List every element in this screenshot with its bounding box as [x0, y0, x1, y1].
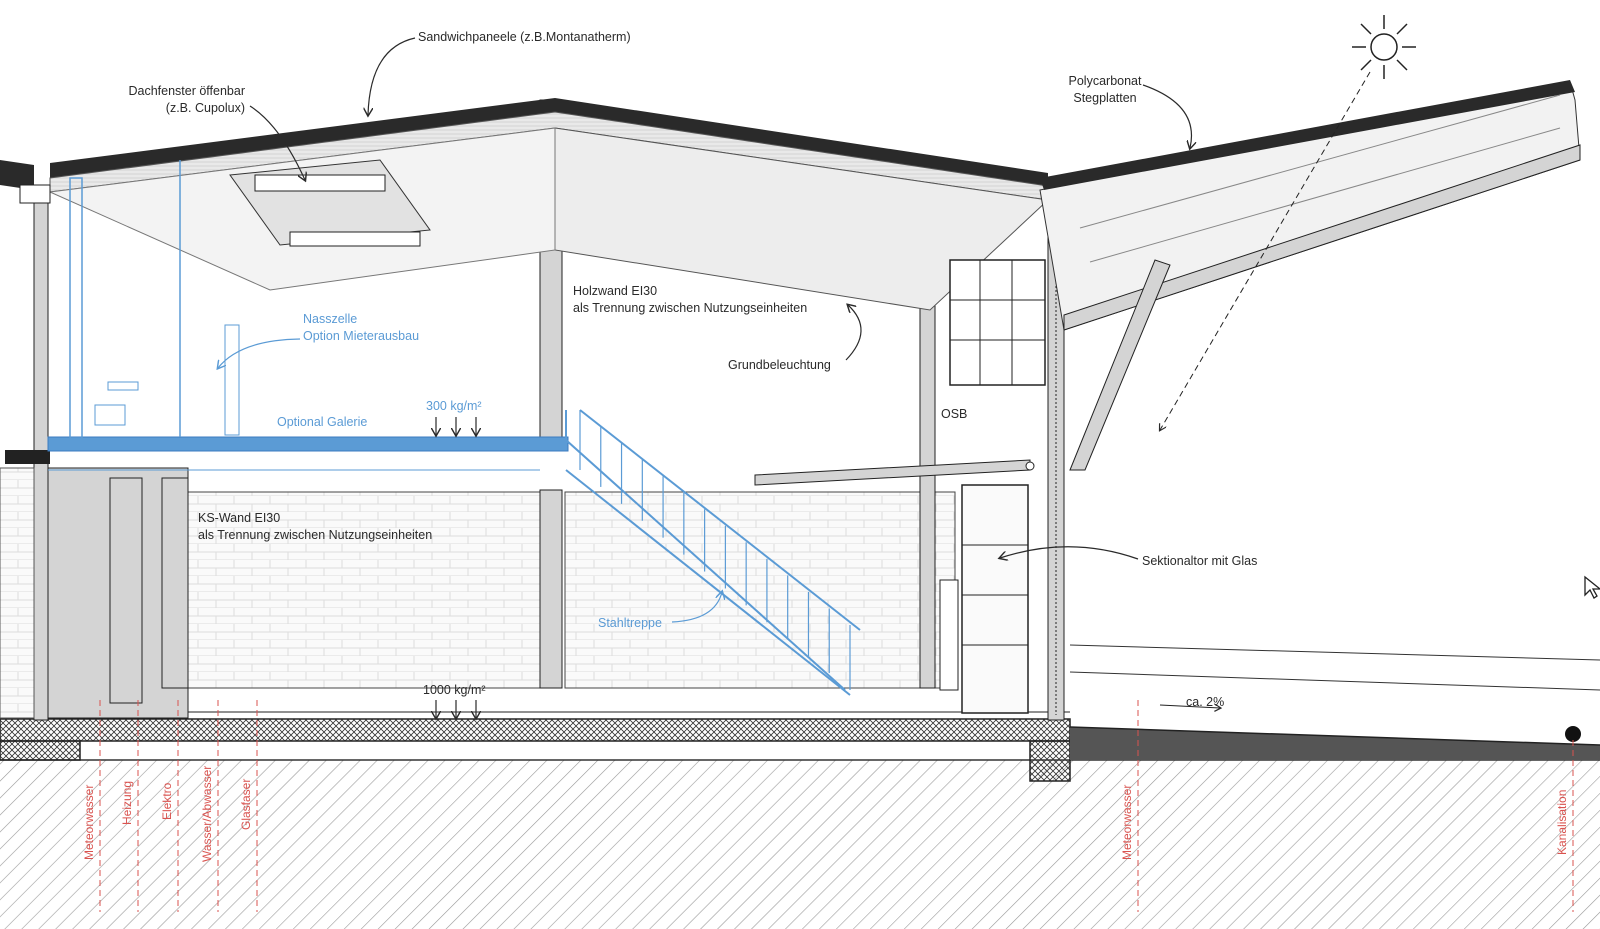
utility-elektro: Elektro — [160, 782, 174, 820]
label-nasszelle-2: Option Mieterausbau — [303, 329, 419, 343]
load-arrows-galerie — [436, 417, 476, 435]
utility-meteorwasser-left: Meteorwasser — [82, 785, 96, 860]
label-load-galerie: 300 kg/m² — [426, 399, 482, 413]
cursor-icon — [1584, 575, 1600, 599]
leader-lines — [249, 37, 1191, 559]
steel-staircase — [565, 409, 861, 696]
label-sektionaltor: Sektionaltor mit Glas — [1142, 554, 1257, 568]
sun-icon — [1352, 15, 1416, 79]
forecourt — [1069, 644, 1600, 760]
utility-lines — [99, 700, 1574, 912]
label-holzwand-2: als Trennung zwischen Nutzungseinheiten — [573, 301, 807, 315]
label-grundbeleuchtung: Grundbeleuchtung — [728, 358, 831, 372]
sectional-door — [754, 459, 1035, 714]
label-holzwand-1: Holzwand EI30 — [573, 284, 657, 298]
label-stahltreppe: Stahltreppe — [598, 616, 662, 630]
ks-wall — [187, 491, 561, 689]
roof — [0, 98, 1050, 311]
label-kswand-2: als Trennung zwischen Nutzungseinheiten — [198, 528, 432, 542]
label-polycarbonat-1: Polycarbonat — [1069, 74, 1142, 88]
utility-heizung: Heizung — [120, 781, 134, 825]
label-gefaelle: ca. 2% — [1186, 695, 1224, 709]
label-osb: OSB — [941, 407, 967, 421]
label-dachfenster-2: (z.B. Cupolux) — [166, 101, 245, 115]
sun-ray — [1160, 71, 1371, 430]
gallery — [47, 160, 569, 471]
load-arrows-floor — [436, 700, 476, 718]
label-kswand-1: KS-Wand EI30 — [198, 511, 280, 525]
clerestory-window — [949, 259, 1046, 386]
label-dachfenster-1: Dachfenster öffenbar — [128, 84, 245, 98]
ks-wall-right — [564, 491, 956, 689]
utility-kanalisation: Kanalisation — [1555, 790, 1569, 855]
label-polycarbonat-2: Stegplatten — [1073, 91, 1136, 105]
canopy — [1039, 80, 1581, 471]
utility-glasfaser: Glasfaser — [239, 779, 253, 830]
ground-hatch — [0, 760, 1600, 929]
label-sandwich: Sandwichpaneele (z.B.Montanatherm) — [418, 30, 631, 44]
utility-wasser: Wasser/Abwasser — [200, 766, 214, 862]
label-nasszelle-1: Nasszelle — [303, 312, 357, 326]
label-load-floor: 1000 kg/m² — [423, 683, 486, 697]
left-wall — [0, 184, 189, 721]
utility-meteorwasser-right: Meteorwasser — [1120, 785, 1134, 860]
label-galerie: Optional Galerie — [277, 415, 367, 429]
